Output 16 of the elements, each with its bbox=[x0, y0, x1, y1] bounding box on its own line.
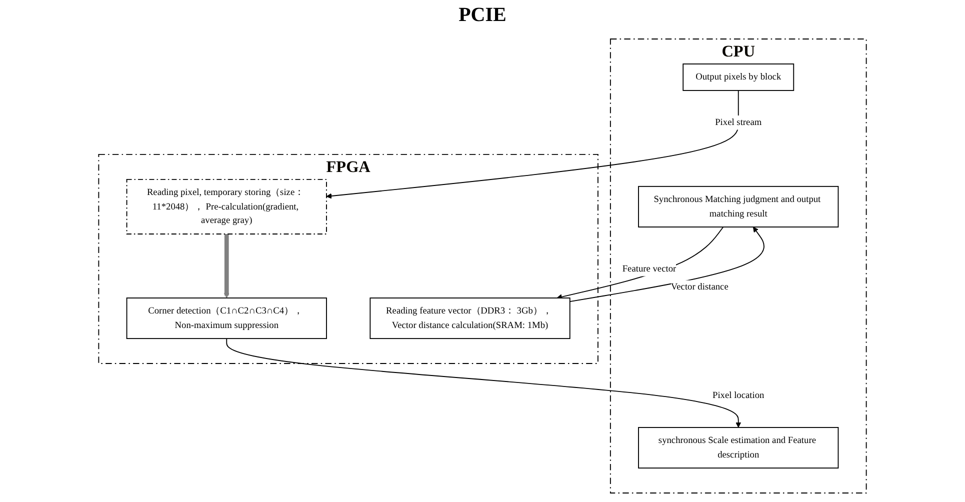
node-box: Corner detection（C1∩C2∩C3∩C4）， Non-maximum suppression bbox=[126, 298, 327, 340]
arrow bbox=[569, 226, 764, 302]
edge-label: Pixel stream bbox=[715, 117, 762, 128]
arrow bbox=[224, 234, 230, 298]
edge-label: Vector distance bbox=[670, 282, 728, 292]
arrow bbox=[326, 90, 739, 199]
node-box: Output pixels by block bbox=[682, 63, 794, 91]
node-box: synchronous Scale estimation and Feature description bbox=[638, 427, 839, 469]
node-box: Synchronous Matching judgment and output matching result bbox=[638, 186, 839, 228]
arrow bbox=[226, 338, 742, 428]
bus-label: PCIE bbox=[458, 4, 506, 26]
edge-label: Pixel location bbox=[712, 390, 764, 400]
arrow bbox=[556, 226, 724, 300]
node-box: Reading feature vector（DDR3： 3Gb）， Vector distance calculation(SRAM: 1Mb) bbox=[370, 298, 570, 340]
node-box: Reading pixel, temporary storing（size： 11*2048）， Pre-calculation(gradient, average gray) bbox=[126, 178, 327, 234]
edge-label: Feature vector bbox=[622, 264, 676, 274]
